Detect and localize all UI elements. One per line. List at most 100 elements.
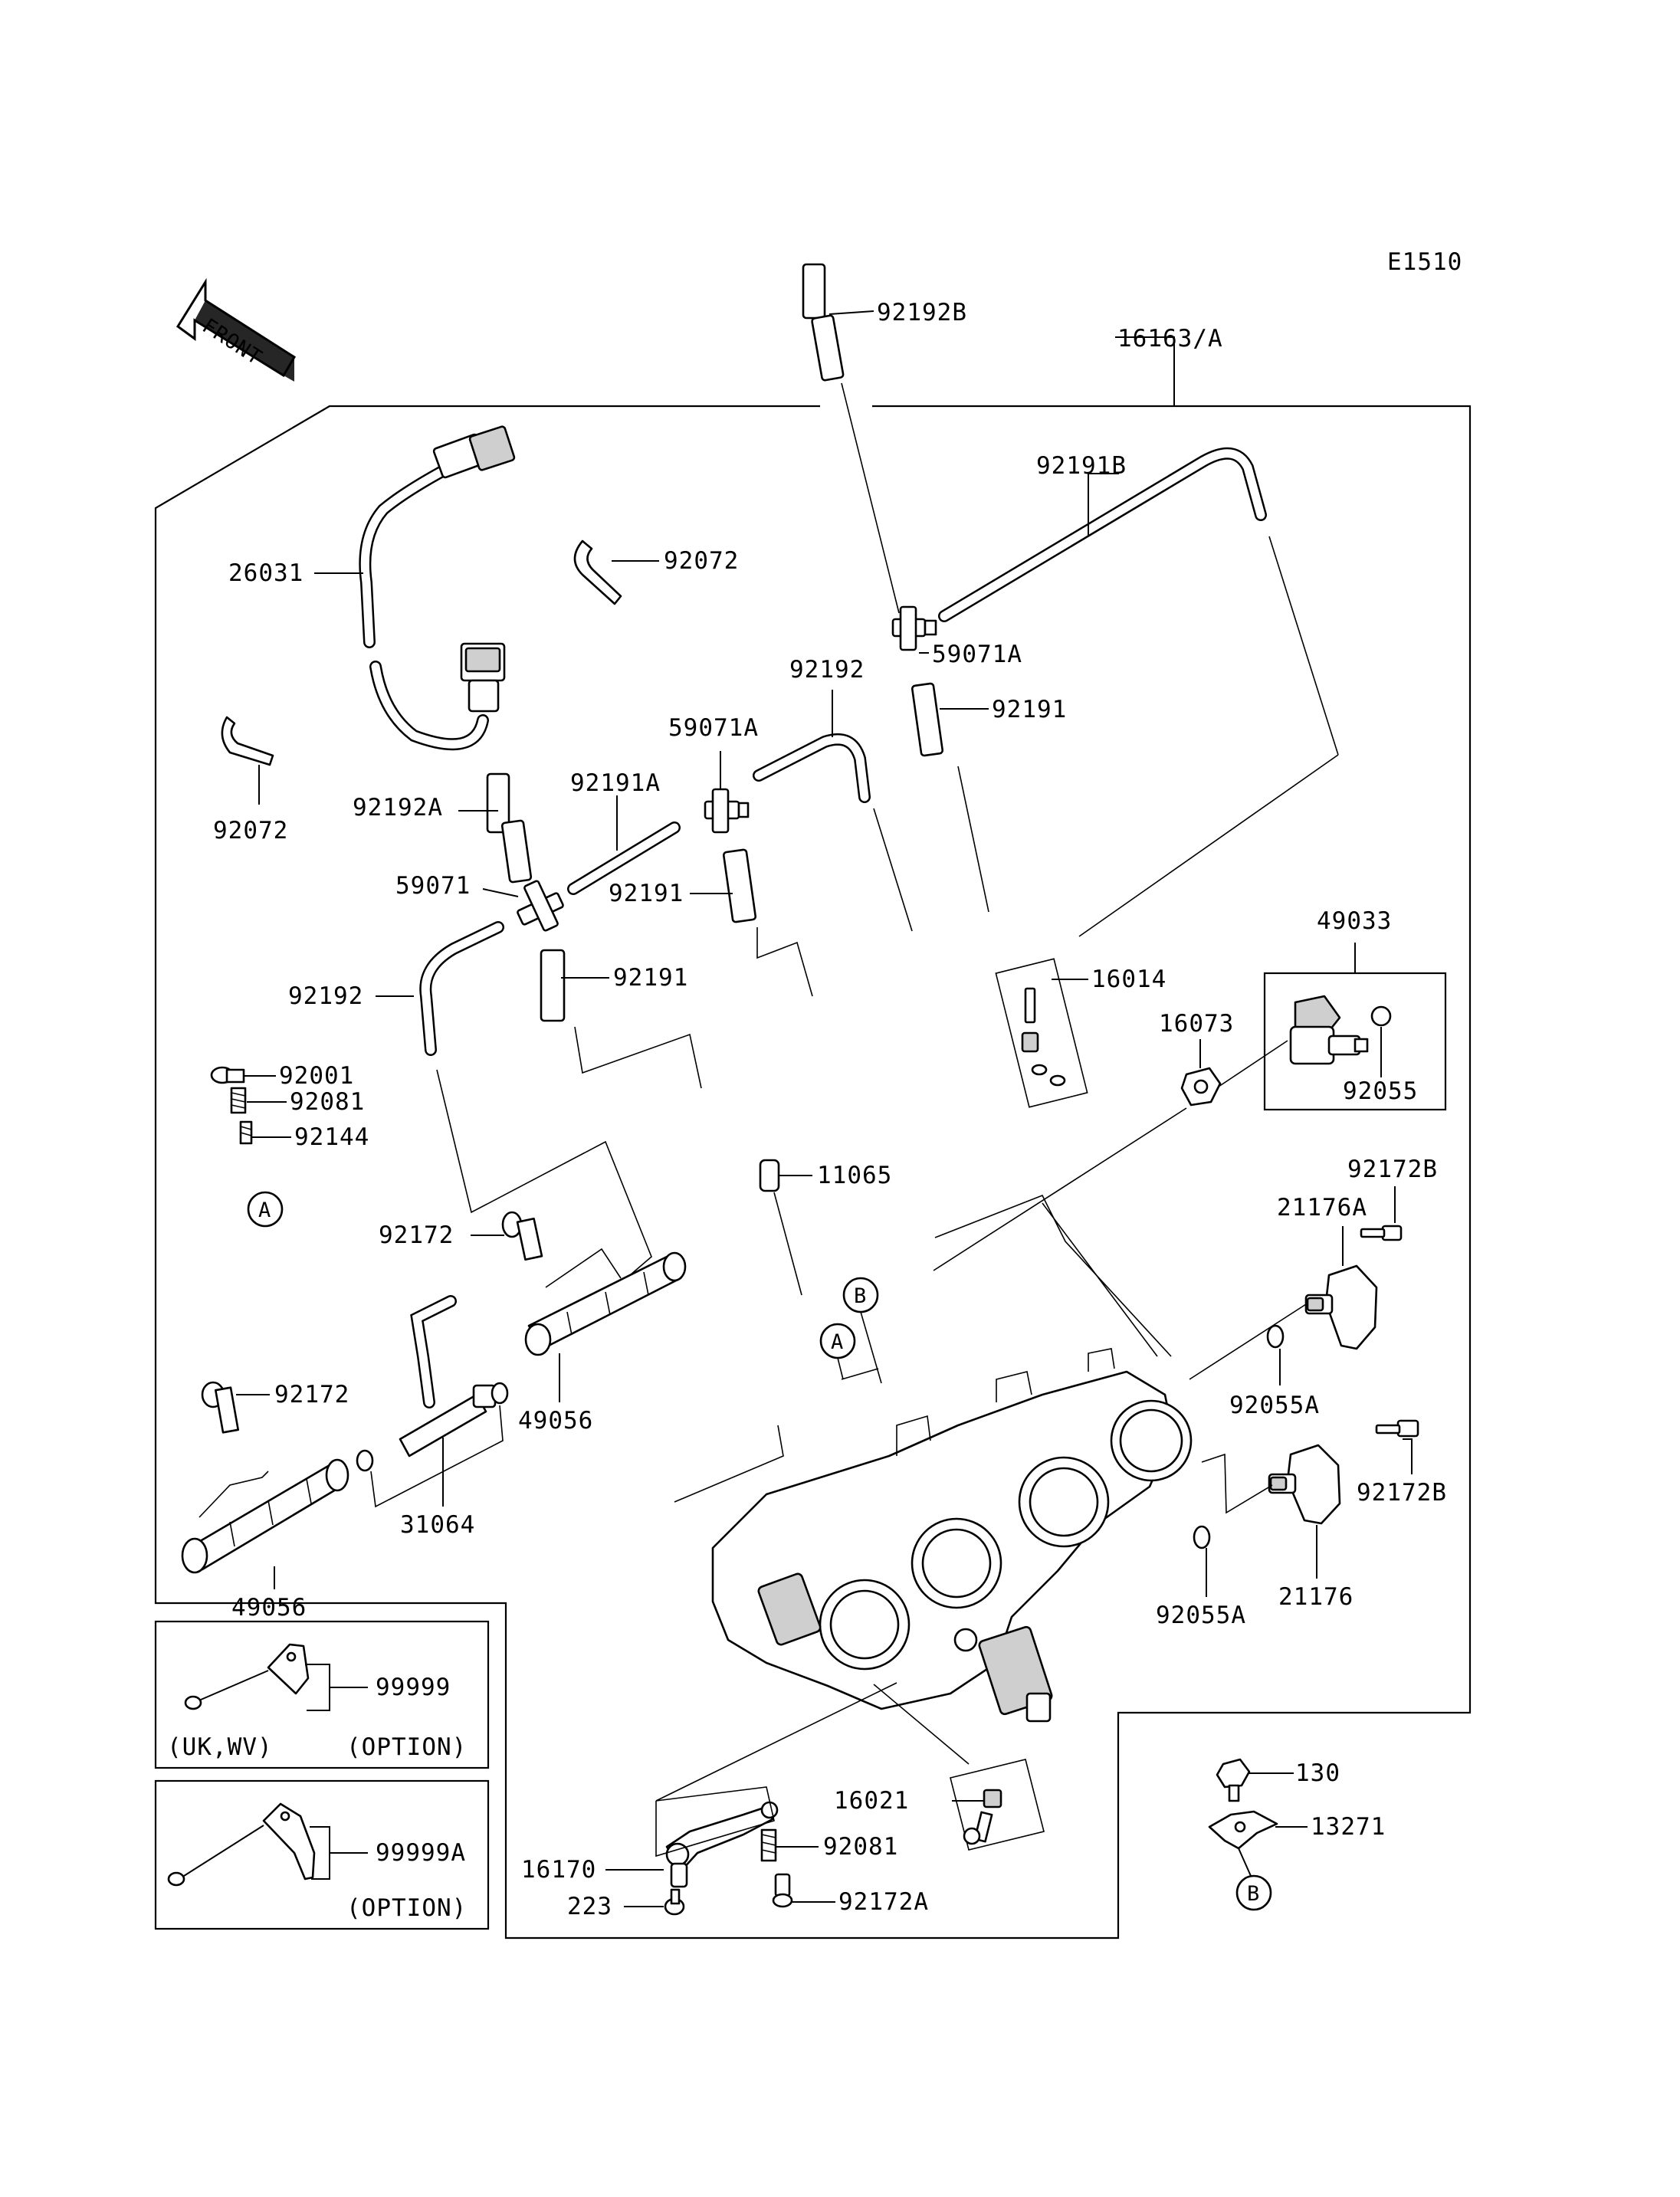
o-ring-31064-right [491, 1382, 509, 1405]
label-92055: 92055 [1343, 1077, 1418, 1105]
callout-a-left: A [247, 1191, 284, 1228]
label-92191-top: 92191 [992, 696, 1067, 723]
screw-92172A [772, 1873, 793, 1908]
screw-92172-lower [201, 1381, 240, 1434]
spring-92081-bottom [760, 1828, 777, 1862]
t-fitting-59071A-top [891, 605, 937, 651]
label-223: 223 [567, 1893, 612, 1920]
label-21176: 21176 [1278, 1583, 1354, 1611]
bracket-99999 [184, 1643, 310, 1710]
hose-92191-top [911, 682, 944, 757]
bolt-130 [1216, 1758, 1251, 1802]
screw-92172B-low [1375, 1419, 1419, 1438]
label-92055A-upper: 92055A [1229, 1392, 1320, 1419]
hose-92191B [938, 447, 1267, 622]
label-16014: 16014 [1091, 966, 1166, 993]
label-59071: 59071 [395, 872, 471, 900]
label-49033: 49033 [1317, 907, 1392, 935]
label-99999: 99999 [376, 1674, 451, 1701]
svg-text:B: B [854, 1284, 867, 1308]
callout-a-mid: A [819, 1323, 856, 1359]
label-92172A: 92172A [838, 1888, 929, 1916]
cap-11065 [759, 1159, 780, 1192]
label-92055A-low: 92055A [1156, 1602, 1246, 1629]
nut-16073 [1180, 1067, 1222, 1107]
fuel-rail-49056-low [181, 1458, 349, 1574]
label-26031: 26031 [228, 559, 304, 587]
label-130: 130 [1295, 1759, 1340, 1787]
hose-92192-left [419, 921, 504, 1056]
hose-92192-mid [753, 733, 871, 803]
o-ring-92055 [1370, 1005, 1392, 1027]
screw-92001 [210, 1066, 245, 1084]
option-box-99999A [154, 1779, 490, 1930]
svg-text:A: A [258, 1199, 271, 1222]
label-16021: 16021 [834, 1787, 909, 1815]
svg-text:B: B [1247, 1882, 1260, 1906]
label-92191-low: 92191 [613, 964, 688, 992]
label-92172-upper: 92172 [379, 1221, 454, 1249]
spring-92144 [239, 1120, 253, 1145]
label-92072-left: 92072 [213, 817, 288, 844]
screw-set-16014 [995, 958, 1088, 1108]
pipe-31064 [399, 1295, 497, 1458]
label-92191A: 92191A [570, 769, 661, 797]
hose-92191-mid [722, 848, 757, 923]
label-59071A-top: 59071A [932, 641, 1022, 668]
screw-92172B-top [1360, 1225, 1403, 1241]
label-92072-top: 92072 [664, 547, 739, 575]
sensor-49033 [1289, 995, 1369, 1065]
label-92191-mid: 92191 [609, 880, 684, 907]
main-assembly-frame [154, 405, 1472, 1940]
label-16170: 16170 [521, 1856, 596, 1884]
screw-92172-upper [501, 1211, 543, 1261]
hose-92192A [486, 772, 533, 884]
label-92001: 92001 [279, 1062, 354, 1090]
svg-text:A: A [831, 1330, 844, 1354]
hose-92191A [567, 821, 681, 895]
option-box1-left-note: (UK,WV) [167, 1733, 273, 1761]
front-arrow-icon: FRONT [176, 277, 297, 382]
option-box1-right-note: (OPTION) [346, 1733, 467, 1761]
idle-link-16170 [665, 1801, 779, 1888]
label-31064: 31064 [400, 1511, 475, 1539]
label-49056-mid: 49056 [518, 1407, 593, 1435]
bracket-13271 [1208, 1810, 1278, 1850]
label-92192-left: 92192 [288, 982, 363, 1010]
option-box2-right-note: (OPTION) [346, 1894, 467, 1922]
o-ring-92055A-low [1193, 1525, 1211, 1549]
label-16073: 16073 [1159, 1010, 1234, 1038]
label-92192A: 92192A [353, 794, 443, 821]
label-99999A: 99999A [376, 1839, 466, 1867]
cross-fitting-59071 [517, 880, 564, 932]
sensor-21176A [1304, 1264, 1378, 1350]
label-59071A-mid: 59071A [668, 714, 759, 742]
callout-b-right: B [1235, 1874, 1272, 1911]
label-92192-mid: 92192 [789, 656, 865, 684]
option-box-99999 [154, 1620, 490, 1769]
label-92081-bottom: 92081 [823, 1833, 898, 1861]
label-92081-left: 92081 [290, 1088, 365, 1116]
t-fitting-59071A-mid [704, 788, 750, 834]
clamp-92072-top [573, 539, 622, 605]
spring-92081-left [230, 1087, 247, 1114]
label-92172B-top: 92172B [1347, 1156, 1438, 1183]
o-ring-92055A-upper [1266, 1324, 1285, 1349]
label-11065: 11065 [817, 1162, 892, 1189]
label-92144: 92144 [294, 1123, 369, 1151]
screw-set-16021 [950, 1759, 1045, 1851]
label-92192B: 92192B [877, 299, 967, 326]
callout-b-mid: B [842, 1277, 879, 1313]
label-16163A: 16163/A [1117, 325, 1223, 353]
label-92191B: 92191B [1036, 452, 1127, 480]
label-92172-lower: 92172 [274, 1381, 349, 1408]
label-13271: 13271 [1311, 1813, 1386, 1841]
wire-harness-26031 [359, 425, 516, 751]
hose-92192B [802, 263, 845, 382]
hose-92191-low [540, 949, 566, 1022]
bracket-99999A [167, 1802, 316, 1887]
fuel-rail-49056-mid [524, 1251, 687, 1356]
diagram-code: E1510 [1387, 248, 1462, 276]
o-ring-31064-left [356, 1449, 374, 1472]
